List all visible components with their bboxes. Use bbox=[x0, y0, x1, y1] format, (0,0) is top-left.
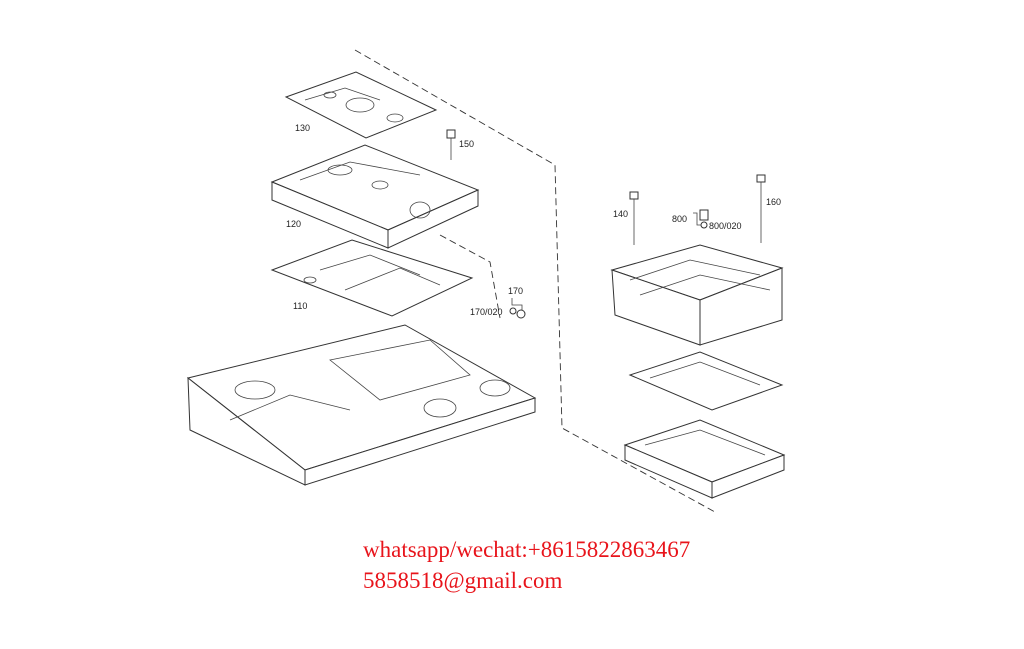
label-800-020: 800/020 bbox=[709, 221, 742, 231]
bolt-140 bbox=[629, 191, 639, 245]
label-170: 170 bbox=[508, 286, 523, 296]
label-170-020: 170/020 bbox=[470, 307, 503, 317]
contact-phone: whatsapp/wechat:+8615822863467 bbox=[363, 537, 691, 562]
intermediate-plate bbox=[628, 351, 784, 411]
plug-800 bbox=[693, 209, 709, 229]
bolt-150 bbox=[446, 129, 456, 160]
gasket-130 bbox=[284, 71, 438, 139]
plug-170 bbox=[509, 298, 526, 319]
label-800: 800 bbox=[672, 214, 687, 224]
transmission-housing bbox=[186, 324, 537, 486]
valve-body-assembly bbox=[610, 244, 784, 346]
bolt-160 bbox=[756, 174, 766, 243]
label-140: 140 bbox=[613, 209, 628, 219]
guide-line-110-170 bbox=[439, 234, 501, 319]
assembly-guide-line bbox=[354, 49, 716, 513]
gasket-110 bbox=[270, 239, 474, 317]
lower-valve-body bbox=[623, 419, 786, 499]
label-110: 110 bbox=[293, 301, 307, 311]
valve-plate-120 bbox=[270, 144, 480, 249]
label-130: 130 bbox=[295, 123, 310, 133]
label-150: 150 bbox=[459, 139, 474, 149]
label-120: 120 bbox=[286, 219, 301, 229]
label-160: 160 bbox=[766, 197, 781, 207]
contact-email: 5858518@gmail.com bbox=[363, 568, 563, 593]
